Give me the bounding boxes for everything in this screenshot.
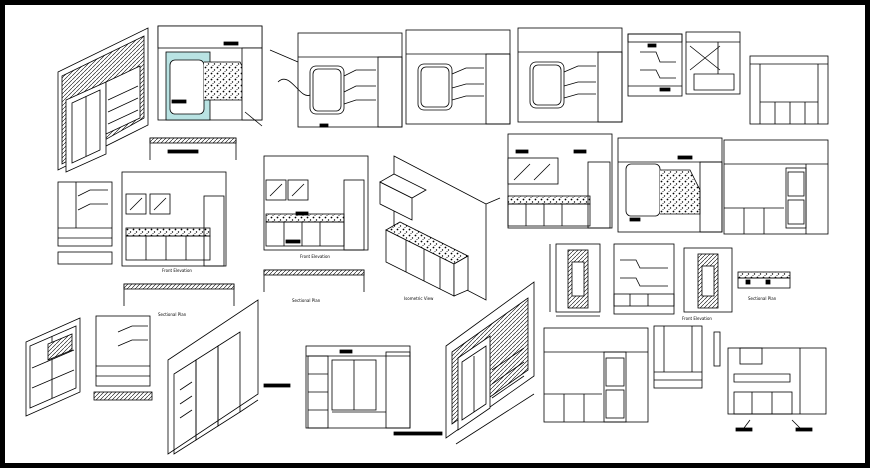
sectional-plan-strip-3 — [123, 283, 235, 306]
small-elevation-left — [57, 181, 113, 265]
isometric-wardrobe-2 — [25, 317, 81, 417]
label-sectional-plan-3: Sectional Plan — [748, 296, 777, 301]
section-detail-3 — [683, 247, 733, 313]
wardrobe-elevation-3 — [543, 327, 649, 423]
wardrobe-elevation-4 — [727, 347, 827, 432]
isometric-wardrobe-3 — [445, 281, 535, 445]
isometric-tall-unit — [167, 299, 291, 455]
front-elevation-4 — [517, 27, 623, 123]
drawing-labels: Front Elevation Front Elevation Front El… — [158, 254, 777, 321]
front-elevation-5 — [617, 137, 723, 233]
label-isometric-view: Isometric View — [404, 296, 434, 301]
kitchen-elevation-3 — [507, 133, 613, 229]
kitchen-elevation-2 — [263, 155, 369, 251]
front-elevation-3 — [405, 29, 511, 125]
label-front-elevation-3: Front Elevation — [682, 316, 712, 321]
label-sectional-plan-1: Sectional Plan — [158, 312, 187, 317]
small-elevation-2 — [685, 31, 741, 95]
wardrobe-elevation-1 — [723, 139, 829, 235]
isometric-kitchen — [379, 155, 501, 301]
section-detail-1 — [549, 243, 601, 317]
front-elevation-1 — [157, 25, 263, 127]
label-front-elevation-1: Front Elevation — [162, 268, 192, 273]
wardrobe-elevation-2 — [305, 345, 443, 436]
sectional-plan-strip-1 — [149, 137, 237, 160]
section-detail-4 — [653, 325, 721, 389]
counter-detail — [737, 271, 791, 289]
label-sectional-plan-2: Sectional Plan — [292, 298, 321, 303]
front-elevation-2 — [269, 32, 403, 128]
kitchen-elevation-1 — [121, 171, 227, 267]
isometric-wardrobe-1 — [57, 27, 149, 173]
section-detail-2 — [613, 243, 675, 315]
small-elevation-bottom — [93, 315, 153, 401]
label-front-elevation-2: Front Elevation — [300, 254, 330, 259]
small-elevation-3 — [749, 55, 829, 125]
small-elevation-1 — [627, 33, 683, 97]
sectional-plan-strip-2 — [263, 269, 365, 292]
